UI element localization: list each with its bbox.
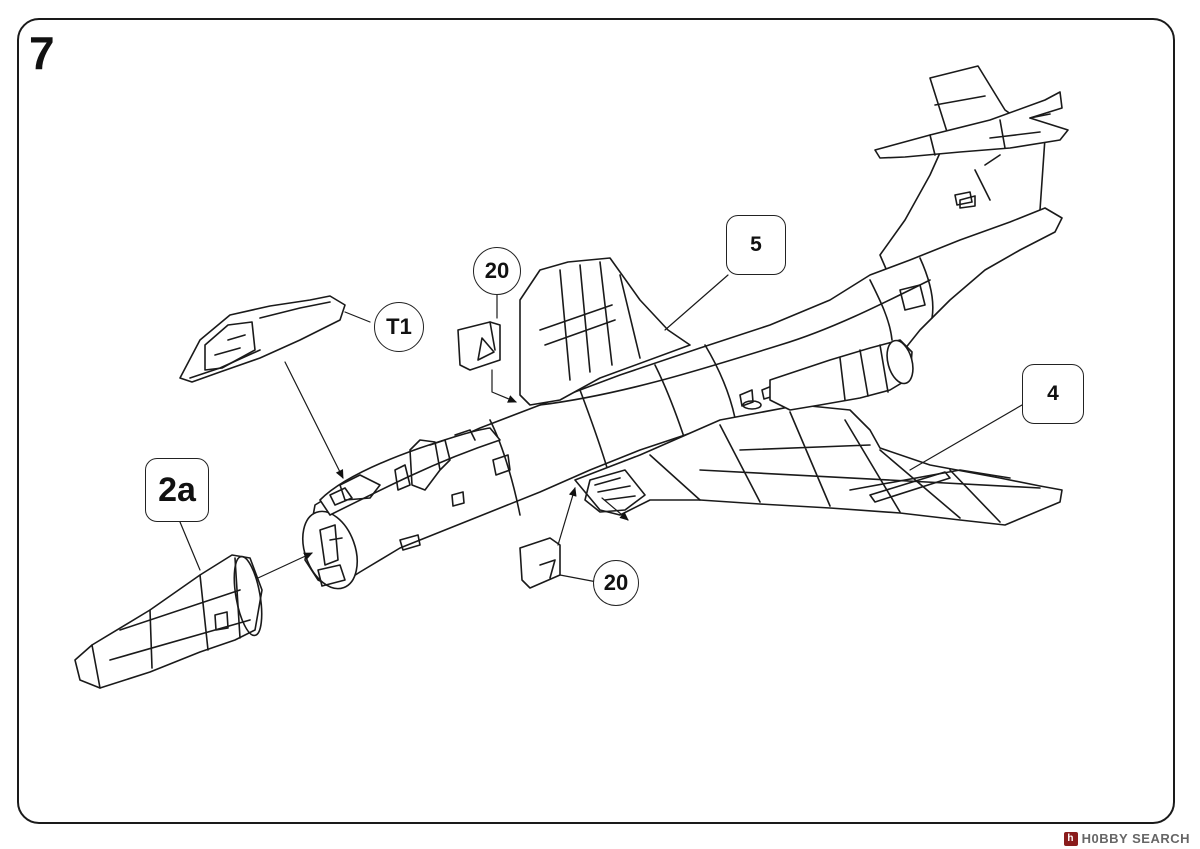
- callout-part-20-bottom: 20: [593, 560, 639, 606]
- main-wing: [574, 404, 1063, 526]
- callout-part-20-top: 20: [473, 247, 521, 295]
- horizontal-stabilizer: [874, 91, 1069, 159]
- instruction-frame: [17, 18, 1175, 824]
- leader-lines: [179, 274, 1023, 583]
- callout-part-5: 5: [726, 215, 786, 275]
- cockpit: [319, 427, 501, 516]
- panel-part-20-top: [457, 321, 501, 371]
- nose-cone-part-2a: [74, 554, 263, 689]
- step-number: 7: [29, 27, 55, 79]
- far-wing: [519, 257, 691, 406]
- fuselage: [302, 191, 1063, 590]
- engine-nacelle: [769, 339, 914, 411]
- panel-part-20-bottom: [519, 537, 561, 589]
- watermark: h H0BBY SEARCH: [1063, 831, 1190, 846]
- callout-part-2a: 2a: [145, 458, 209, 522]
- watermark-text: H0BBY SEARCH: [1081, 831, 1190, 846]
- watermark-logo-icon: h: [1063, 831, 1078, 846]
- callout-part-t1: T1: [374, 302, 424, 352]
- assembly-arrows: [257, 361, 629, 579]
- callout-part-4: 4: [1022, 364, 1084, 424]
- canopy-part-t1: [179, 295, 346, 383]
